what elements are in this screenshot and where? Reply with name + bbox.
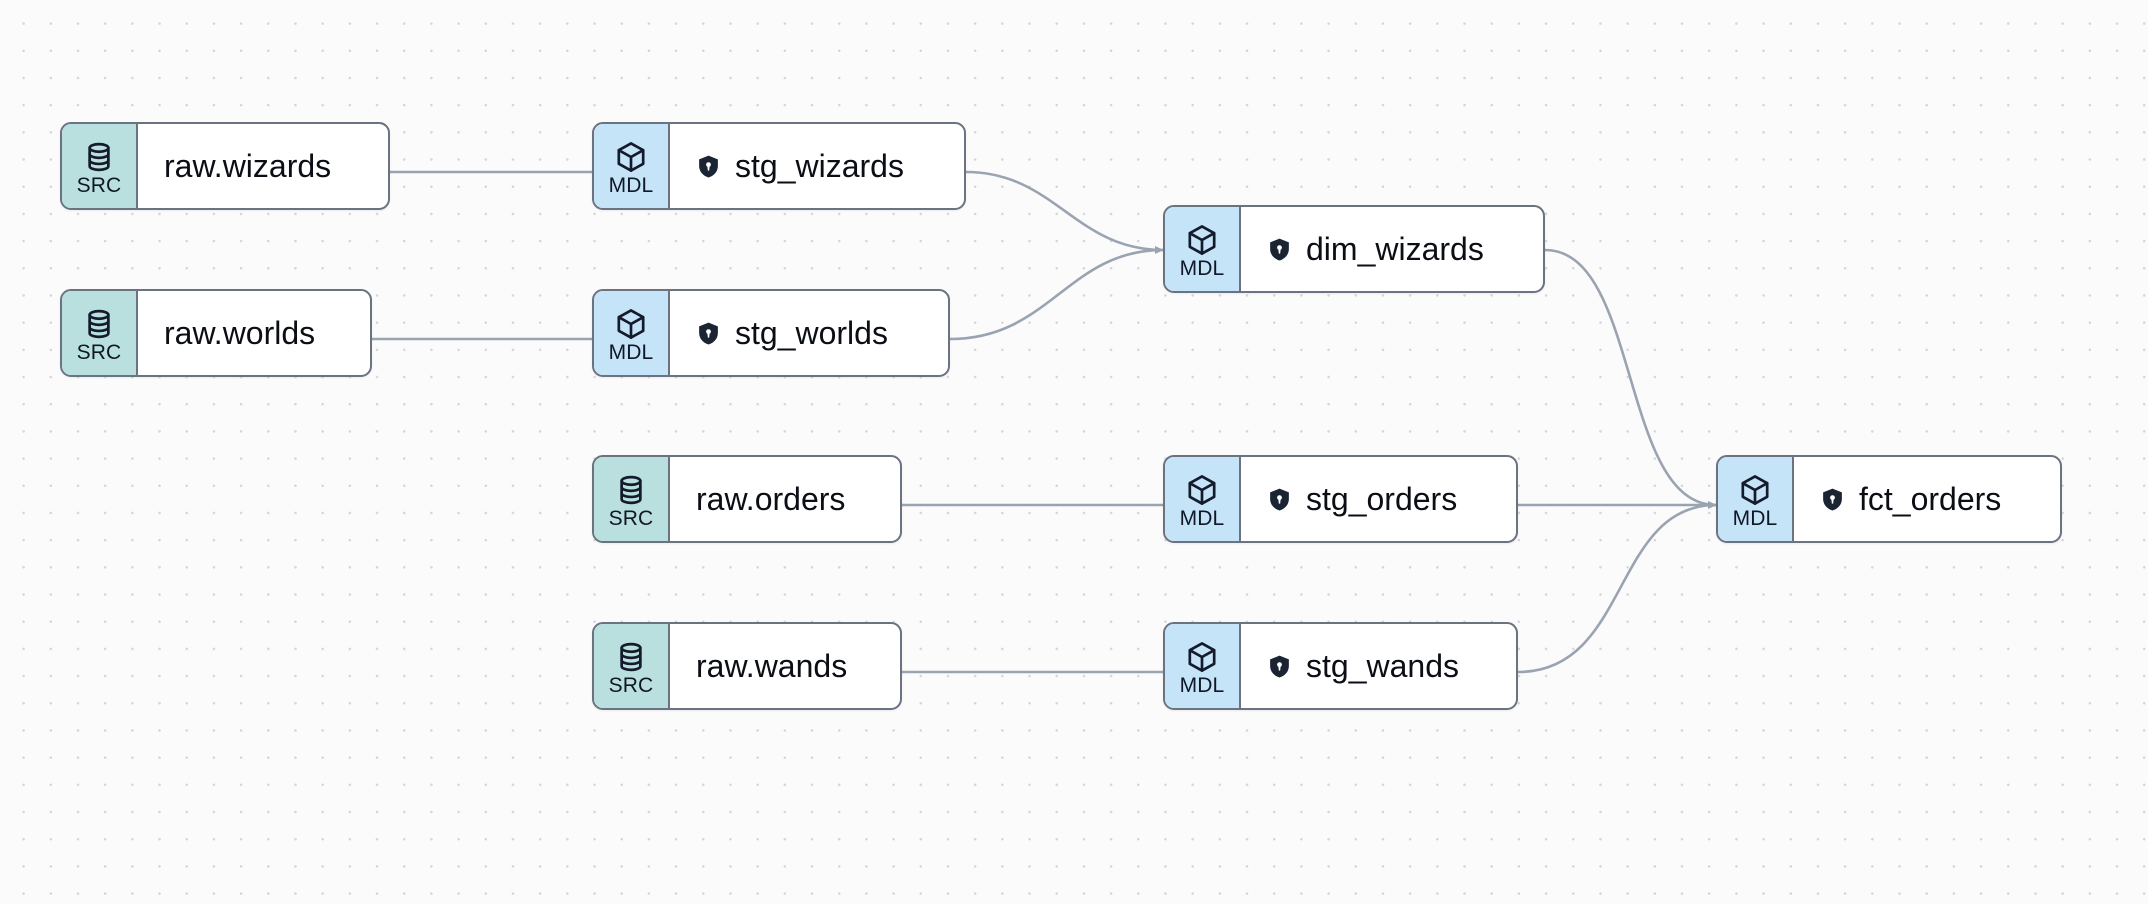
database-icon — [614, 473, 648, 507]
node-label: dim_wizards — [1306, 231, 1484, 267]
node-stg-wands[interactable]: MDL stg_wands — [1163, 622, 1518, 710]
node-badge-label: MDL — [1179, 507, 1225, 530]
cube-icon — [1185, 473, 1219, 507]
database-icon — [82, 307, 116, 341]
node-badge-src: SRC — [594, 457, 670, 541]
node-fct-orders[interactable]: MDL fct_orders — [1716, 455, 2062, 543]
edge-stg-wizards-to-dim-wizards — [965, 170, 1164, 254]
node-body: stg_worlds — [670, 291, 948, 375]
shield-lock-icon — [696, 154, 721, 179]
node-stg-orders[interactable]: MDL stg_orders — [1163, 455, 1518, 543]
node-body: stg_orders — [1241, 457, 1516, 541]
node-badge-label: MDL — [608, 341, 654, 364]
shield-lock-icon — [696, 321, 721, 346]
cube-icon — [1185, 223, 1219, 257]
cube-icon — [1185, 640, 1219, 674]
node-label: raw.wizards — [164, 148, 332, 184]
node-badge-mdl: MDL — [1165, 457, 1241, 541]
shield-lock-icon — [1820, 487, 1845, 512]
node-badge-label: MDL — [1179, 257, 1225, 280]
node-badge-label: SRC — [76, 341, 122, 364]
node-badge-label: MDL — [1732, 507, 1778, 530]
cube-icon — [614, 307, 648, 341]
node-body: fct_orders — [1794, 457, 2060, 541]
node-stg-wizards[interactable]: MDL stg_wizards — [592, 122, 966, 210]
node-label: stg_orders — [1306, 481, 1458, 517]
shield-lock-icon — [1267, 487, 1292, 512]
node-label: raw.worlds — [164, 315, 316, 351]
node-badge-label: MDL — [608, 174, 654, 197]
node-badge-mdl: MDL — [1718, 457, 1794, 541]
node-badge-mdl: MDL — [1165, 207, 1241, 291]
node-badge-mdl: MDL — [1165, 624, 1241, 708]
edge-stg-worlds-to-dim-wizards — [949, 246, 1164, 341]
node-body: raw.wands — [670, 624, 900, 708]
node-body: raw.orders — [670, 457, 900, 541]
node-badge-src: SRC — [62, 124, 138, 208]
node-body: raw.worlds — [138, 291, 370, 375]
node-raw-wands[interactable]: SRC raw.wands — [592, 622, 902, 710]
node-body: stg_wizards — [670, 124, 964, 208]
node-label: raw.wands — [696, 648, 848, 684]
node-raw-worlds[interactable]: SRC raw.worlds — [60, 289, 372, 377]
node-label: stg_wizards — [735, 148, 904, 184]
node-badge-label: SRC — [608, 507, 654, 530]
node-raw-orders[interactable]: SRC raw.orders — [592, 455, 902, 543]
node-badge-src: SRC — [62, 291, 138, 375]
shield-lock-icon — [1267, 237, 1292, 262]
node-raw-wizards[interactable]: SRC raw.wizards — [60, 122, 390, 210]
node-body: stg_wands — [1241, 624, 1516, 708]
edge-dim-wizards-to-fct-orders — [1544, 248, 1717, 509]
node-badge-label: SRC — [76, 174, 122, 197]
node-badge-label: MDL — [1179, 674, 1225, 697]
node-label: stg_worlds — [735, 315, 888, 351]
node-badge-src: SRC — [594, 624, 670, 708]
node-label: fct_orders — [1859, 481, 2002, 517]
cube-icon — [614, 140, 648, 174]
node-label: raw.orders — [696, 481, 846, 517]
database-icon — [82, 140, 116, 174]
node-label: stg_wands — [1306, 648, 1459, 684]
shield-lock-icon — [1267, 654, 1292, 679]
node-stg-worlds[interactable]: MDL stg_worlds — [592, 289, 950, 377]
node-body: dim_wizards — [1241, 207, 1543, 291]
edge-stg-wands-to-fct-orders — [1517, 501, 1717, 674]
node-badge-mdl: MDL — [594, 124, 670, 208]
node-badge-label: SRC — [608, 674, 654, 697]
node-badge-mdl: MDL — [594, 291, 670, 375]
node-body: raw.wizards — [138, 124, 388, 208]
node-dim-wizards[interactable]: MDL dim_wizards — [1163, 205, 1545, 293]
cube-icon — [1738, 473, 1772, 507]
database-icon — [614, 640, 648, 674]
